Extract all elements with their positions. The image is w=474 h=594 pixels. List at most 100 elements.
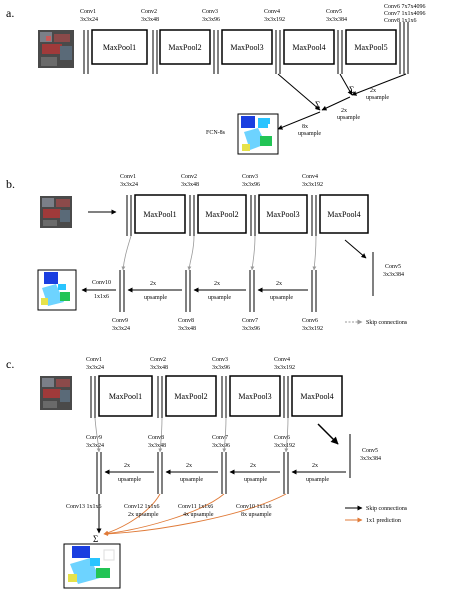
head-label: Conv11 1x1x6	[178, 504, 213, 510]
conv-dims: 3x3x96	[212, 443, 230, 449]
enc-conv3: Conv3 3x3x96	[212, 357, 230, 418]
maxpool2: MaxPool2	[197, 194, 247, 234]
conv-dims: 3x3x24	[86, 365, 104, 371]
dec-conv7: Conv7 3x3x96	[242, 270, 260, 332]
maxpool-label: MaxPool3	[266, 210, 299, 219]
conv-dims: 3x3x96	[212, 365, 230, 371]
bottleneck-arrow	[344, 239, 367, 259]
output-image	[37, 269, 77, 311]
upsample-label: upsample	[270, 295, 293, 301]
bottleneck-arrow	[317, 423, 339, 445]
conv-label: Conv6	[302, 318, 318, 324]
conv-label: Conv3	[242, 174, 258, 180]
upsample-label: 2x	[124, 463, 130, 469]
upsample-label: upsample	[180, 477, 203, 483]
enc-conv4: Conv4 3x3x192	[274, 357, 295, 418]
conv-label: Conv5	[326, 9, 342, 15]
head-up: 4x upsample	[183, 512, 214, 518]
conv-label: Conv1	[120, 174, 136, 180]
conv1-block: Conv1 3x3x24	[80, 9, 98, 74]
conv-label: Conv2	[141, 9, 157, 15]
maxpool4: MaxPool4	[291, 375, 343, 417]
conv-label: Conv5	[385, 264, 401, 270]
upsample-label: upsample	[337, 115, 360, 121]
conv-dims: 3x3x24	[80, 17, 98, 23]
enc-conv2: Conv2 3x3x48	[181, 174, 199, 236]
conv2-block: Conv2 3x3x48	[141, 9, 159, 74]
legend-skip-label: Skip connections	[366, 320, 408, 326]
final-conv-label: Conv10	[92, 280, 111, 286]
conv-dims: 3x3x24	[86, 443, 104, 449]
conv-dims: 3x3x384	[326, 17, 347, 23]
maxpool3: MaxPool3	[258, 194, 308, 234]
input-image	[40, 376, 72, 410]
conv-dims: 3x3x384	[383, 272, 404, 278]
conv5-block: Conv5 3x3x384	[326, 9, 347, 74]
bottleneck-conv: Conv5 3x3x384	[349, 434, 381, 478]
panel-c: c. Conv1 3x3x24 Conv2 3x3x48 Conv3 3x3	[6, 357, 408, 589]
output-image	[237, 113, 279, 155]
maxpool-label: MaxPool2	[205, 210, 238, 219]
conv-dims: 3x3x192	[264, 17, 285, 23]
bottleneck-conv: Conv5 3x3x384	[372, 252, 404, 296]
input-image	[38, 30, 74, 68]
output-image	[63, 543, 121, 589]
dec-conv6: Conv6 3x3x192	[274, 435, 295, 494]
fc-label: Conv6 7x7x4096	[384, 4, 426, 10]
conv-label: Conv4	[264, 9, 280, 15]
prediction-arrows	[103, 493, 287, 537]
maxpool5: MaxPool5	[345, 29, 397, 65]
maxpool1: MaxPool1	[98, 375, 153, 417]
conv-label: Conv1	[80, 9, 96, 15]
conv-label: Conv2	[181, 174, 197, 180]
upsample-label: upsample	[306, 477, 329, 483]
dec-conv9: Conv9 3x3x24	[86, 435, 104, 494]
conv-label: Conv4	[274, 357, 290, 363]
enc-conv1: Conv1 3x3x24	[120, 174, 138, 236]
dec-conv8: Conv8 3x3x48	[148, 435, 166, 494]
maxpool2: MaxPool2	[159, 29, 211, 65]
maxpool-label: MaxPool2	[174, 392, 207, 401]
conv-dims: 3x3x192	[302, 182, 323, 188]
maxpool-label: MaxPool1	[109, 392, 142, 401]
maxpool2: MaxPool2	[165, 375, 217, 417]
head-label: Conv13 1x1x6	[66, 504, 102, 510]
conv-label: Conv1	[86, 357, 102, 363]
conv-dims: 3x3x192	[274, 443, 295, 449]
maxpool1: MaxPool1	[91, 29, 148, 65]
maxpool-label: MaxPool4	[300, 392, 333, 401]
fc-label: Conv8 1x1x6	[384, 18, 417, 24]
conv-label: Conv7	[212, 435, 228, 441]
sum-symbol: Σ	[349, 85, 354, 95]
maxpool4: MaxPool4	[283, 29, 335, 65]
dec-conv9: Conv9 3x3x24	[112, 270, 130, 332]
panel-c-label: c.	[6, 357, 14, 371]
conv-dims: 3x3x96	[202, 17, 220, 23]
sum-symbol: Σ	[93, 534, 98, 544]
maxpool-label: MaxPool1	[103, 43, 136, 52]
conv-dims: 3x3x24	[120, 182, 138, 188]
upsample-label: 2x	[341, 108, 347, 114]
upsample-label: upsample	[118, 477, 141, 483]
upsample-label: 8x	[302, 124, 308, 130]
dec-conv7: Conv7 3x3x96	[212, 435, 230, 494]
conv-label: Conv5	[362, 448, 378, 454]
upsample-label: 2x	[312, 463, 318, 469]
head-up: 8x upsample	[241, 512, 272, 518]
legend-skip-label: Skip connections	[366, 506, 408, 512]
maxpool1: MaxPool1	[134, 194, 186, 234]
upsample-label: 2x	[276, 281, 282, 287]
output-label: FCN-8s	[206, 130, 226, 136]
upsample-label: upsample	[244, 477, 267, 483]
conv-label: Conv8	[178, 318, 194, 324]
conv-dims: 3x3x48	[178, 326, 196, 332]
maxpool-label: MaxPool3	[230, 43, 263, 52]
conv-label: Conv3	[202, 9, 218, 15]
fcn-arrows	[277, 73, 407, 130]
conv-label: Conv7	[242, 318, 258, 324]
maxpool-label: MaxPool3	[238, 392, 271, 401]
upsample-label: upsample	[366, 95, 389, 101]
upsample-label: 2x	[186, 463, 192, 469]
conv-label: Conv9	[86, 435, 102, 441]
